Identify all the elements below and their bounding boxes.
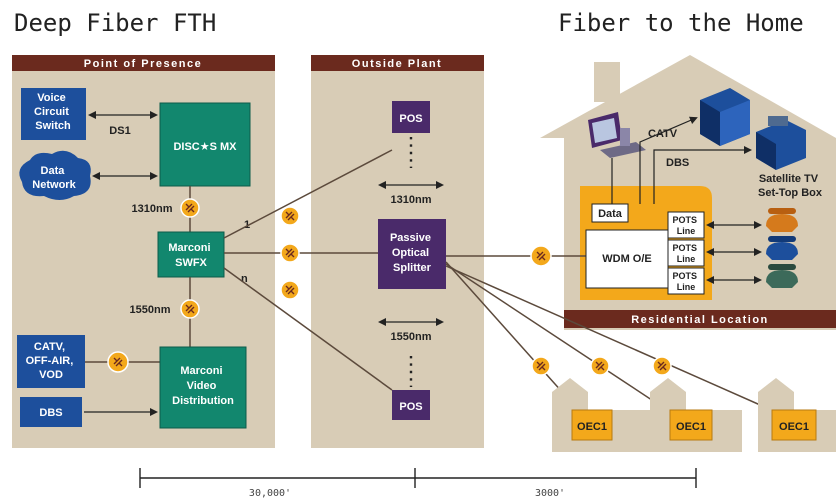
connector-icon (530, 245, 552, 267)
connector-icon (180, 299, 200, 319)
splitter-line1: Passive (390, 232, 431, 244)
catv-source-line1: CATV, (34, 341, 65, 353)
catv-source-line2: OFF-AIR, (26, 355, 74, 367)
outside-1310-label: 1310nm (391, 194, 432, 206)
pots3-line1: POTS (672, 271, 697, 281)
video-dist-line1: Marconi (180, 365, 222, 377)
svg-text:CATV, OFF-AIR, VOD: CATV, OFF-AIR, VOD (26, 341, 77, 381)
pos-bottom-box: POS (392, 390, 430, 420)
oec-house-1: OEC1 (552, 378, 650, 452)
phone-icon (766, 264, 798, 288)
residential-header: Residential Location (631, 314, 769, 326)
svg-text:POTS Line: POTS Line (672, 243, 699, 264)
catv-feed (639, 116, 698, 204)
pots-line-2: POTS Line (667, 239, 705, 267)
svg-text:POTS Line: POTS Line (672, 271, 699, 292)
connector-icon (280, 280, 300, 300)
pop-1310-label: 1310nm (132, 203, 173, 215)
pos-top-label: POS (399, 113, 422, 125)
drop-fibers (445, 255, 777, 413)
pots3-line2: Line (677, 282, 696, 292)
oec-1-label: OEC1 (577, 421, 607, 433)
svg-text:POTS Line: POTS Line (672, 215, 699, 236)
title-left: Deep Fiber FTH (14, 9, 216, 37)
swfx-line1: Marconi (168, 242, 210, 254)
voice-switch-line1: Voice (37, 92, 66, 104)
connector-icon (652, 356, 672, 376)
video-dist-line3: Distribution (172, 395, 234, 407)
data-box: Data (591, 203, 629, 223)
dbs-source-box: DBS (20, 397, 82, 427)
svg-text:Passive Optical Sp: Passive Optical Splitter (390, 232, 434, 274)
svg-text:Voice Circuit Swit: Voice Circuit Switch (34, 92, 72, 132)
computer-icon (588, 112, 646, 158)
pots1-line2: Line (677, 226, 696, 236)
marconi-swfx-box: Marconi SWFX (157, 231, 225, 278)
phone-icon (766, 208, 798, 232)
svg-text:Data Network: Data Network (32, 165, 76, 191)
swfx-line2: SWFX (175, 257, 207, 269)
splitter-line3: Splitter (393, 262, 432, 274)
data-network-line1: Data (41, 165, 66, 177)
connector-icon (280, 243, 300, 263)
scale-right-label: 3000' (535, 488, 565, 499)
video-dist-line2: Video (187, 380, 217, 392)
pots-line-1: POTS Line (667, 211, 705, 239)
home-catv-label: CATV (648, 128, 678, 140)
pop-header: Point of Presence (84, 58, 202, 70)
passive-optical-splitter: Passive Optical Splitter (378, 219, 446, 289)
oec-house-2: OEC1 (650, 378, 742, 452)
pos-top-box: POS (392, 101, 430, 133)
pots1-line1: POTS (672, 215, 697, 225)
svg-text:Marconi SWFX: Marconi SWFX (168, 242, 213, 269)
catv-source-box: CATV, OFF-AIR, VOD (17, 335, 85, 388)
voice-circuit-switch: Voice Circuit Switch (21, 88, 86, 140)
data-box-label: Data (598, 208, 623, 220)
pots-line-3: POTS Line (667, 267, 705, 295)
outside-1550-label: 1550nm (391, 331, 432, 343)
tv-icon (700, 88, 750, 146)
distance-scale (139, 468, 697, 488)
connector-icon (107, 351, 129, 373)
pots2-line1: POTS (672, 243, 697, 253)
title-right: Fiber to the Home (558, 9, 804, 37)
oec-2-label: OEC1 (676, 421, 706, 433)
connector-icon (531, 356, 551, 376)
voice-switch-line2: Circuit (34, 106, 69, 118)
port-n-label: n (241, 273, 248, 285)
connector-icon (590, 356, 610, 376)
feeder-fibers (223, 149, 393, 391)
disc-mx-box: DISC★S MX (159, 102, 251, 187)
oec-3-label: OEC1 (779, 421, 809, 433)
settop-line2: Set-Top Box (758, 187, 823, 199)
data-network-line2: Network (32, 179, 76, 191)
wdm-oe-box: WDM O/E (585, 229, 669, 289)
video-distribution-box: Marconi Video Distribution (159, 346, 247, 429)
connector-icon (180, 198, 200, 218)
splitter-line2: Optical (392, 247, 429, 259)
port-1-label: 1 (244, 219, 250, 231)
dbs-source-label: DBS (39, 407, 62, 419)
pots2-line2: Line (677, 254, 696, 264)
catv-source-line3: VOD (39, 369, 63, 381)
set-top-box-icon (756, 116, 806, 170)
ds1-label: DS1 (109, 125, 130, 137)
oec-house-3: OEC1 (758, 378, 836, 452)
connector-icon (280, 206, 300, 226)
svg-text:Marconi Video Dist: Marconi Video Distribution (172, 365, 234, 407)
wdm-oe-label: WDM O/E (602, 253, 652, 265)
pos-bottom-label: POS (399, 401, 422, 413)
disc-mx-label: DISC★S MX (173, 141, 237, 153)
phone-icon (766, 236, 798, 260)
dbs-feed (653, 146, 752, 204)
data-network-cloud: Data Network (19, 150, 91, 200)
scale-left-label: 30,000' (249, 488, 291, 499)
settop-line1: Satellite TV (759, 173, 819, 185)
outside-plant-header: Outside Plant (352, 58, 442, 70)
home-dbs-label: DBS (666, 157, 689, 169)
voice-switch-line3: Switch (35, 120, 71, 132)
svg-text:Satellite TV Set-Top Box: Satellite TV Set-Top Box (758, 173, 823, 199)
pop-1550-label: 1550nm (130, 304, 171, 316)
